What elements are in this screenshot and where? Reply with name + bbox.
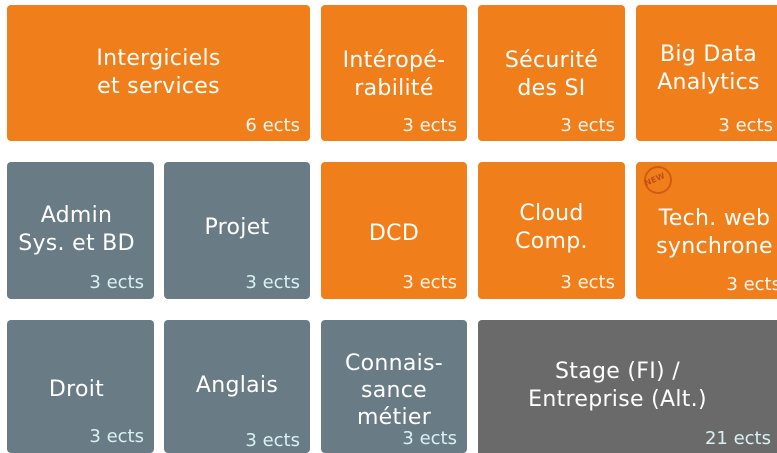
tile-title: DCD (368, 221, 420, 246)
tile-anglais[interactable]: Anglais 3 ects (164, 320, 310, 453)
tile-ects: 3 ects (718, 115, 773, 136)
tile-ects: 6 ects (245, 115, 300, 136)
tile-admin-sys-bd[interactable]: Admin Sys. et BD 3 ects (7, 162, 154, 299)
tile-title: Sécurité des SI (504, 48, 599, 101)
new-badge-icon: NEW (643, 166, 672, 194)
tile-projet[interactable]: Projet 3 ects (164, 162, 310, 299)
tile-title: Stage (FI) / Entreprise (Alt.) (528, 359, 707, 412)
tile-ects: 3 ects (560, 115, 615, 136)
tile-ects: 3 ects (726, 274, 777, 295)
tile-ects: 3 ects (402, 115, 457, 136)
tile-title: Cloud Comp. (515, 201, 588, 254)
tile-ects: 3 ects (402, 272, 457, 293)
tile-stage-entreprise[interactable]: Stage (FI) / Entreprise (Alt.) 21 ects (478, 320, 777, 453)
tile-ects: 21 ects (704, 428, 771, 449)
tile-title: Admin Sys. et BD (18, 203, 135, 256)
tile-ects: 3 ects (402, 428, 457, 449)
tile-big-data[interactable]: Big Data Analytics 3 ects (636, 5, 777, 141)
tile-ects: 3 ects (245, 272, 300, 293)
tile-cloud-comp[interactable]: Cloud Comp. 3 ects (478, 162, 625, 299)
new-badge-label: NEW (643, 170, 667, 189)
tile-dcd[interactable]: DCD 3 ects (321, 162, 467, 299)
tile-ects: 3 ects (89, 426, 144, 447)
tile-ects: 3 ects (560, 272, 615, 293)
tile-title: Intéropé- rabilité (342, 48, 446, 101)
tile-droit[interactable]: Droit 3 ects (7, 320, 154, 453)
tile-title: Droit (48, 377, 105, 402)
tile-connaissance-metier[interactable]: Connais- sance métier 3 ects (321, 320, 467, 453)
tile-tech-web-synchrone[interactable]: NEW Tech. web synchrone 3 ects (636, 162, 777, 299)
tile-title: Intergiciels et services (96, 46, 221, 99)
tile-title: Tech. web synchrone (656, 206, 773, 259)
tile-securite-si[interactable]: Sécurité des SI 3 ects (478, 5, 625, 141)
tile-title: Projet (204, 215, 270, 240)
tile-title: Big Data Analytics (657, 42, 760, 95)
tile-interoperabilite[interactable]: Intéropé- rabilité 3 ects (321, 5, 467, 141)
tile-ects: 3 ects (245, 430, 300, 451)
tile-ects: 3 ects (89, 272, 144, 293)
tile-title: Connais- sance métier (344, 351, 444, 430)
tile-title: Anglais (195, 373, 279, 398)
tile-intergiciels[interactable]: Intergiciels et services 6 ects (7, 5, 310, 141)
